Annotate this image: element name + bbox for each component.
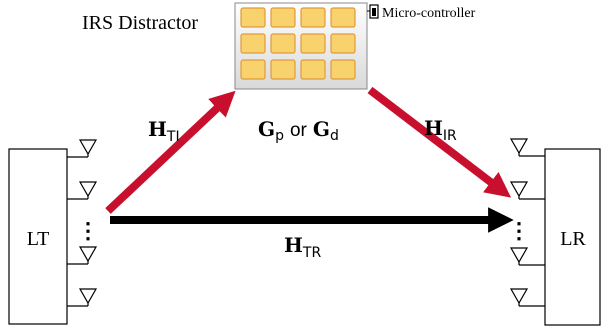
irs-element bbox=[270, 33, 296, 54]
lt-antenna-array: ⋮ bbox=[67, 139, 99, 307]
irs-element bbox=[240, 33, 266, 54]
antenna-icon bbox=[509, 138, 545, 157]
antenna-icon bbox=[509, 247, 545, 266]
irs-element bbox=[270, 7, 296, 28]
irs-element bbox=[300, 59, 326, 80]
h-ti-sub: TI bbox=[166, 129, 180, 145]
matrix-sub-d: d bbox=[330, 128, 339, 144]
irs-title: IRS Distractor bbox=[82, 12, 198, 34]
h-tr-label: HTR bbox=[284, 233, 321, 261]
h-tr-sub: TR bbox=[302, 245, 322, 261]
irs-element bbox=[330, 7, 356, 28]
h-tr-main: H bbox=[284, 233, 303, 257]
antenna-icon bbox=[67, 246, 98, 265]
antenna-icon bbox=[509, 288, 545, 307]
antenna-icon bbox=[67, 139, 98, 158]
lr-label: LR bbox=[560, 228, 586, 250]
antenna-icon bbox=[67, 181, 98, 200]
irs-element-grid bbox=[240, 7, 356, 80]
irs-element bbox=[300, 33, 326, 54]
irs-element bbox=[330, 33, 356, 54]
ti-channel-arrow bbox=[105, 90, 236, 214]
h-ir-main: H bbox=[424, 116, 443, 140]
irs-panel bbox=[234, 2, 368, 90]
lr-antenna-dots: ⋮ bbox=[508, 218, 530, 243]
lr-box bbox=[544, 148, 601, 326]
matrix-g: G bbox=[258, 117, 275, 141]
antenna-icon bbox=[67, 288, 98, 307]
microcontroller-icon bbox=[367, 4, 379, 19]
h-ir-sub: IR bbox=[443, 128, 457, 144]
matrix-or: or bbox=[290, 120, 308, 141]
antenna-icon bbox=[509, 181, 545, 200]
matrix-sub-p: p bbox=[275, 128, 284, 144]
lt-box bbox=[8, 148, 68, 325]
ir-channel-arrow bbox=[367, 86, 512, 198]
irs-element bbox=[330, 59, 356, 80]
irs-element bbox=[270, 59, 296, 80]
h-ti-label: HTI bbox=[148, 117, 180, 145]
irs-element bbox=[240, 7, 266, 28]
irs-element bbox=[300, 7, 326, 28]
h-ti-main: H bbox=[148, 117, 167, 141]
microcontroller-label: Micro-controller bbox=[382, 6, 476, 21]
h-ir-label: HIR bbox=[424, 116, 457, 144]
lt-label: LT bbox=[27, 228, 50, 250]
lr-antenna-array: ⋮ bbox=[508, 138, 545, 307]
lt-antenna-dots: ⋮ bbox=[77, 218, 99, 243]
irs-element bbox=[240, 59, 266, 80]
matrix-g-2: G bbox=[313, 117, 330, 141]
